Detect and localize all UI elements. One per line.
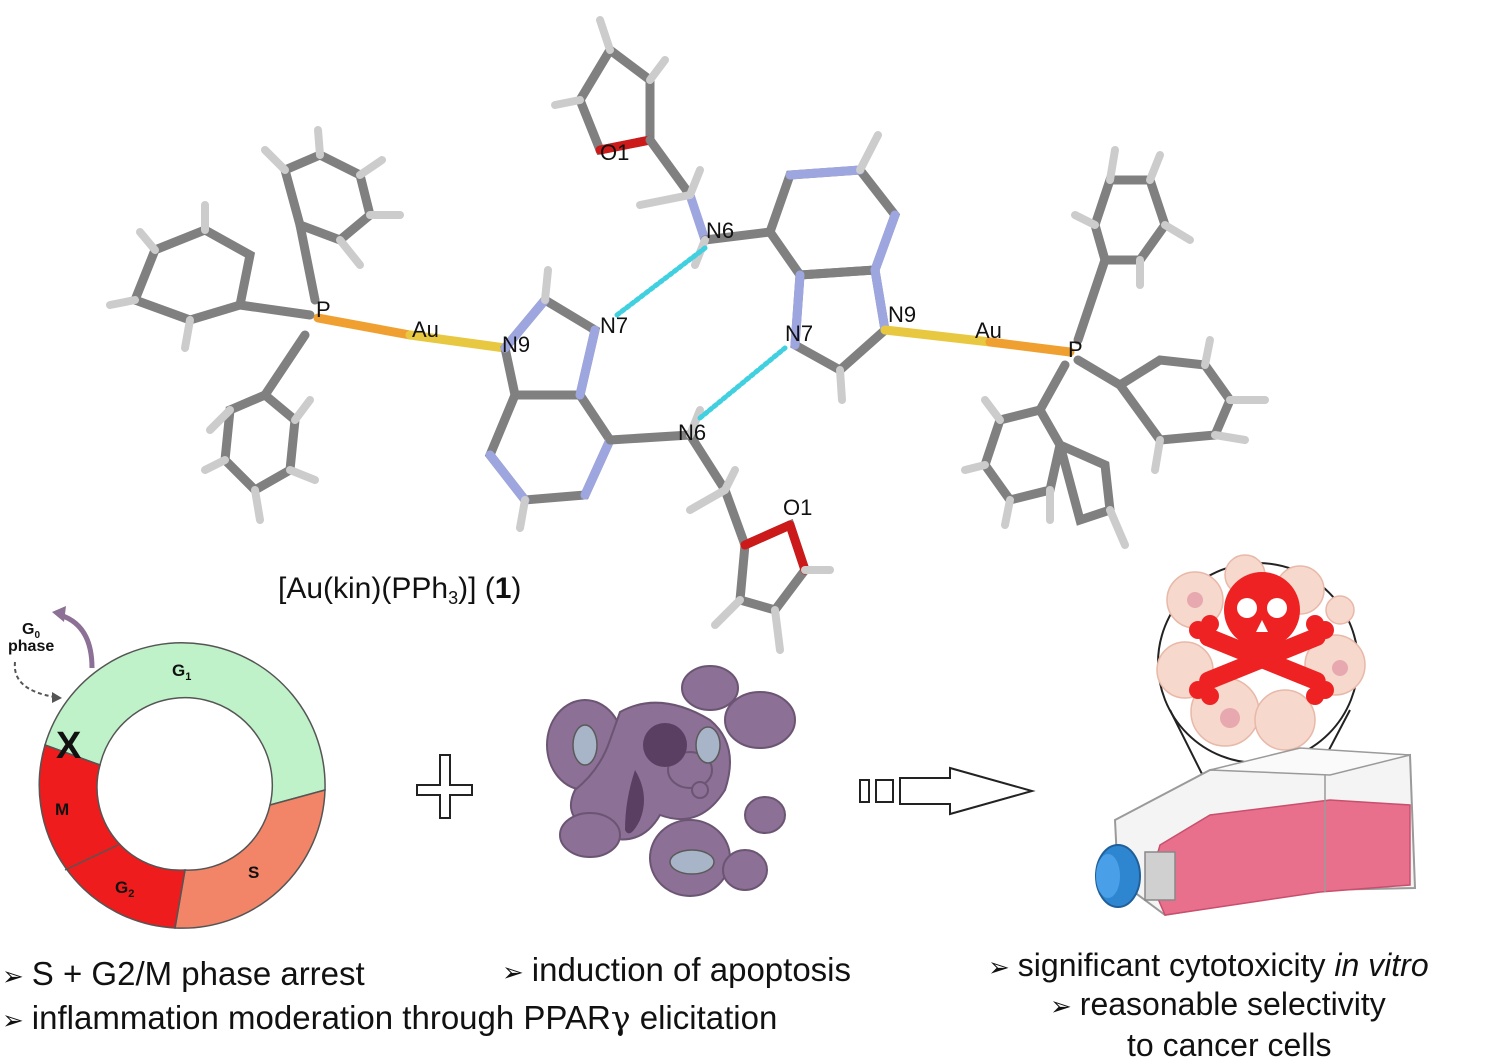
atom-label-n6-bottom: N6 bbox=[678, 420, 706, 445]
left-phenyl-hydrogens bbox=[106, 126, 404, 524]
g1-segment bbox=[44, 642, 326, 807]
g0-exit-arrowhead bbox=[52, 606, 66, 622]
cytotoxicity-illustration bbox=[1095, 554, 1417, 917]
bullet-apoptosis: ➢induction of apoptosis bbox=[502, 951, 852, 988]
bottom-furan bbox=[720, 485, 811, 616]
left-purine bbox=[484, 294, 730, 505]
cancer-cells bbox=[1156, 554, 1366, 751]
plus-sign bbox=[416, 754, 473, 819]
result-arrow bbox=[859, 766, 1036, 816]
right-purine-hydrogens bbox=[836, 131, 882, 404]
atom-label-n9-left: N9 bbox=[502, 332, 530, 357]
bullet-arrow-icon: ➢ bbox=[988, 952, 1010, 982]
n9-au-bond-right bbox=[880, 325, 995, 347]
atom-label-p-right: P bbox=[1068, 337, 1083, 362]
p-au-bond-left bbox=[313, 313, 415, 340]
bullet-arrow-icon: ➢ bbox=[1050, 991, 1072, 1021]
atom-label-n7-left: N7 bbox=[600, 313, 628, 338]
atom-label-n6-top: N6 bbox=[706, 218, 734, 243]
compound-caption: [Au(kin)(PPh3)] (1) bbox=[278, 572, 521, 608]
g0-reentry-arrowhead bbox=[52, 692, 62, 703]
right-purine bbox=[764, 165, 901, 376]
g0-label: G0 bbox=[22, 621, 40, 641]
bullet-selectivity: ➢reasonable selectivity bbox=[1050, 986, 1386, 1022]
s-segment bbox=[174, 789, 326, 929]
g0-phase-label: phase bbox=[8, 638, 54, 655]
right-phenyl-hydrogens bbox=[961, 146, 1269, 549]
culture-flask bbox=[1095, 747, 1417, 917]
g2-label: G2 bbox=[115, 878, 134, 900]
atom-label-p-left: P bbox=[316, 297, 331, 322]
atom-label-n7-right: N7 bbox=[785, 321, 813, 346]
bullet-arrow-icon: ➢ bbox=[2, 961, 24, 991]
g2-m-segment bbox=[38, 744, 186, 929]
molecule-structure: O1 N6 P Au N9 N7 N7 N9 Au P N6 O1 [Au(ki… bbox=[106, 16, 1269, 654]
g0-reentry-arrow bbox=[13, 661, 56, 698]
skull-crossbones-icon bbox=[1189, 572, 1334, 705]
top-furan-hydrogens bbox=[551, 16, 709, 269]
bullet-inflammation: ➢inflammation moderation through PPARγ e… bbox=[2, 998, 778, 1037]
m-g2-divider bbox=[64, 844, 119, 871]
atom-label-o1-top: O1 bbox=[600, 140, 629, 165]
hbond-top bbox=[614, 245, 708, 318]
g0-exit-arrow bbox=[59, 612, 95, 669]
top-furan bbox=[574, 43, 775, 245]
au-n9-bond-left bbox=[405, 330, 510, 353]
g1-label: G1 bbox=[172, 661, 191, 683]
arrest-x-mark: X bbox=[56, 725, 82, 767]
atom-label-au-right: Au bbox=[975, 318, 1002, 343]
au-p-bond-right bbox=[985, 337, 1075, 357]
bottom-furan-hydrogens bbox=[686, 466, 834, 654]
m-label: M bbox=[55, 800, 69, 819]
bullet-arrow-icon: ➢ bbox=[2, 1005, 24, 1035]
mitochondria bbox=[572, 724, 721, 875]
left-purine-hydrogens bbox=[516, 266, 704, 532]
atom-label-n9-right: N9 bbox=[888, 302, 916, 327]
cell-cycle-diagram: G1 S G2 M X G0 phase bbox=[8, 606, 326, 929]
bullet-arrow-icon: ➢ bbox=[502, 957, 524, 987]
apoptotic-cell-illustration bbox=[546, 665, 796, 897]
bullet-selectivity-line2: to cancer cells bbox=[1127, 1027, 1332, 1063]
s-label: S bbox=[248, 863, 259, 882]
atom-label-au-left: Au bbox=[412, 317, 439, 342]
bullet-phase-arrest: ➢S + G2/M phase arrest bbox=[2, 955, 365, 992]
hbond-bottom bbox=[697, 345, 788, 421]
bullet-cytotoxicity: ➢significant cytotoxicity in vitro bbox=[988, 947, 1429, 983]
atom-label-o1-bottom: O1 bbox=[783, 495, 812, 520]
